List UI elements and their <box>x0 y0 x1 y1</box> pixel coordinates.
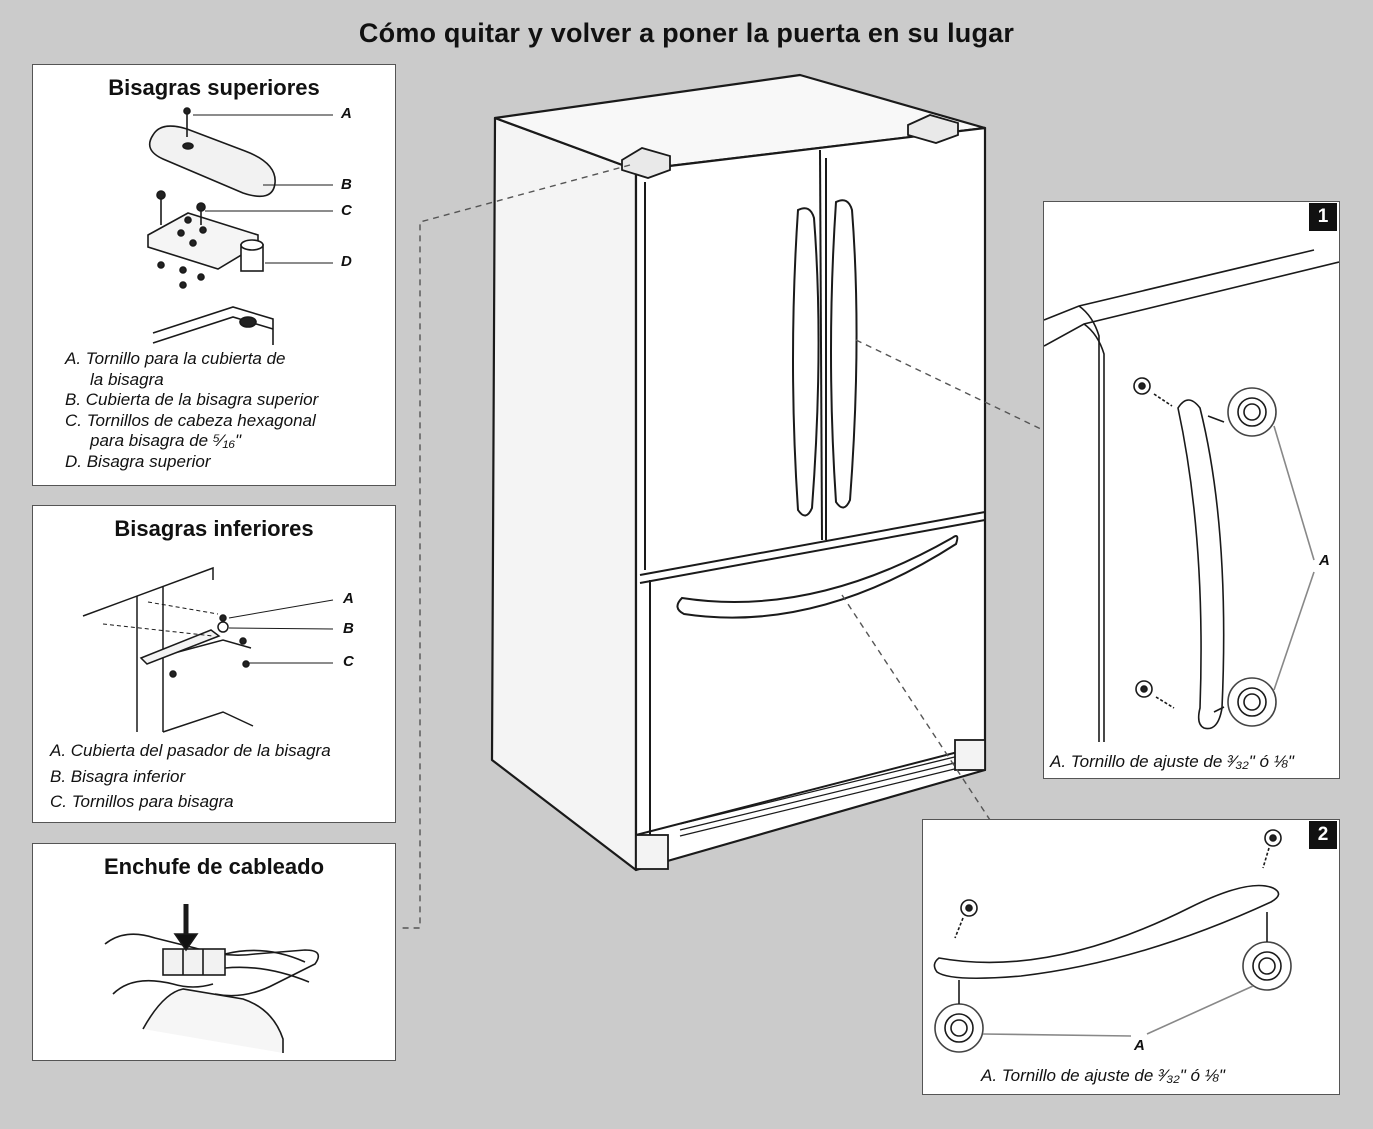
bottom-hinge-callout-c: C <box>343 653 354 670</box>
legend-item: A. Tornillo para la cubierta de <box>65 349 286 368</box>
left-door-handle <box>792 207 820 517</box>
leader-line-hinge <box>398 164 631 929</box>
legend-item: D. Bisagra superior <box>65 451 211 471</box>
legend-item: para bisagra de ⁵⁄₁₆" <box>90 431 242 450</box>
connector-plug <box>162 948 226 976</box>
hinge-block-left <box>621 147 671 179</box>
step1-diagram <box>1044 249 1339 742</box>
leader-line-step2 <box>841 594 991 821</box>
front-left-foot <box>635 834 669 870</box>
hand-shape <box>142 988 284 1053</box>
top-hinge-callout-a: A <box>341 105 352 122</box>
bottom-hinges-title: Bisagras inferiores <box>114 516 314 541</box>
bottom-hinge-callout-a: A <box>343 590 354 607</box>
bottom-hinge-callout-b: B <box>343 620 354 637</box>
top-hinges-title: Bisagras superiores <box>108 75 320 100</box>
hinge-cover <box>148 125 276 198</box>
hinge-block-right <box>907 114 959 144</box>
step2-badge: 2 <box>1309 821 1337 849</box>
freezer-handle <box>676 535 959 619</box>
leader-line-step1 <box>855 339 1044 431</box>
legend-item: la bisagra <box>90 369 164 389</box>
step1-callout-a: A <box>1319 552 1330 569</box>
legend-item: C. Tornillos de cabeza hexagonal <box>65 410 316 430</box>
fridge-front <box>634 126 987 872</box>
step1-badge: 1 <box>1309 203 1337 231</box>
bottom-hinges-legend: A. Cubierta del pasador de la bisagra B.… <box>50 738 331 815</box>
bottom-hinge-bracket <box>139 629 221 665</box>
freezer-top-line <box>639 511 986 576</box>
top-hinges-panel: Bisagras superiores <box>32 64 396 486</box>
fridge-top <box>493 73 987 172</box>
front-right-foot <box>954 739 986 771</box>
legend-item: B. Bisagra inferior <box>50 766 186 786</box>
wiring-title: Enchufe de cableado <box>103 854 325 879</box>
step2-handle <box>933 884 1280 980</box>
top-hinges-legend: A. Tornillo para la cubierta de la bisag… <box>65 349 318 472</box>
down-arrow-icon <box>173 933 199 952</box>
door-split-line <box>819 149 823 541</box>
legend-item: A. Cubierta del pasador de la bisagra <box>50 741 331 760</box>
top-hinge-callout-d: D <box>341 253 352 270</box>
step1-panel: 1 A A. Torni <box>1043 201 1340 779</box>
step2-diagram <box>933 829 1292 1053</box>
legend-item: C. Tornillos para bisagra <box>50 792 234 811</box>
wiring-panel: Enchufe de cableado <box>32 843 396 1061</box>
right-door-handle <box>830 199 858 509</box>
step2-caption: A. Tornillo de ajuste de ³⁄₃₂" ó ⅛" <box>981 1066 1225 1085</box>
top-hinge-callout-c: C <box>341 202 352 219</box>
step2-callout-a: A <box>1134 1037 1145 1054</box>
step1-handle <box>1177 399 1225 730</box>
top-hinge-callout-b: B <box>341 176 352 193</box>
wiring-diagram <box>104 904 320 1053</box>
bottom-hinge-diagram <box>82 566 334 733</box>
fridge-side-panel <box>490 116 638 872</box>
legend-item: B. Cubierta de la bisagra superior <box>65 390 319 409</box>
page-title: Cómo quitar y volver a poner la puerta e… <box>358 18 1015 48</box>
step2-panel: 2 A A. Tornillo de ajuste de ³⁄₃₂" ó ⅛" <box>922 819 1340 1095</box>
step1-caption: A. Tornillo de ajuste de ³⁄₃₂" ó ⅛" <box>1050 752 1294 771</box>
bottom-hinges-panel: Bisagras inferiores A B C A. Cubierta de… <box>32 505 396 823</box>
top-hinge-diagram <box>147 107 333 345</box>
